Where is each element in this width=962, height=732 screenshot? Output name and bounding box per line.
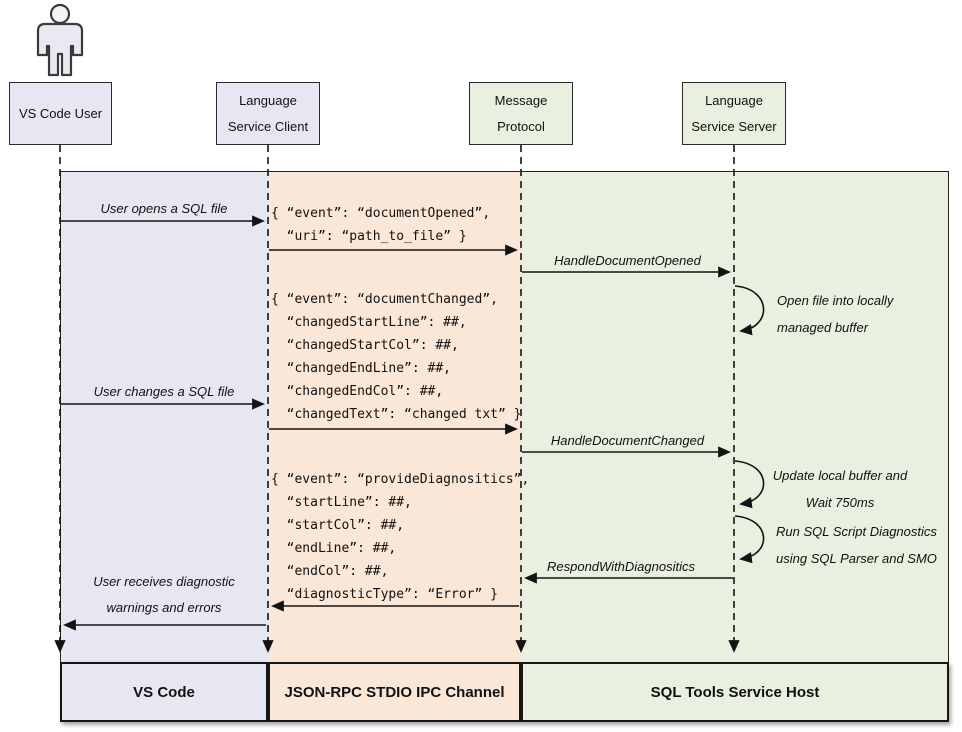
user-actor-icon [36,3,84,77]
payload-document-opened: { “event”: “documentOpened”, “uri”: “pat… [271,206,491,244]
footer-box-vscode: VS Code [60,662,268,722]
note-run-diagnostics: Run SQL Script Diagnostics using SQL Par… [776,524,937,566]
label-handle-document-opened: HandleDocumentOpened [554,253,701,268]
label-respond-with-diagnostics: RespondWithDiagnositics [546,559,695,574]
label-change-file: User changes a SQL file [93,384,235,399]
label-open-file: User opens a SQL file [100,201,228,216]
actor-box-language-service-server: Language Service Server [682,82,786,145]
actor-box-vscode-user: VS Code User [9,82,112,145]
payload-provide-diagnostics: { “event”: “provideDiagnositics”, “start… [271,472,530,602]
swimlane-background [60,171,949,722]
payload-document-changed: { “event”: “documentChanged”, “changedSt… [271,292,522,422]
lane-service-host [522,172,948,721]
actor-box-message-protocol: Message Protocol [469,82,573,145]
label-handle-document-changed: HandleDocumentChanged [550,433,705,448]
footer-box-jsonrpc-channel: JSON-RPC STDIO IPC Channel [268,662,521,722]
footer-box-sql-tools-host: SQL Tools Service Host [521,662,949,722]
lane-vscode [61,172,269,721]
actor-box-language-service-client: Language Service Client [216,82,320,145]
note-update-buffer: Update local buffer and Wait 750ms [772,468,908,510]
lane-ipc-channel [269,172,522,721]
label-receive-diagnostics: User receives diagnostic warnings and er… [93,574,235,615]
note-open-buffer: Open file into locally managed buffer [777,293,894,335]
